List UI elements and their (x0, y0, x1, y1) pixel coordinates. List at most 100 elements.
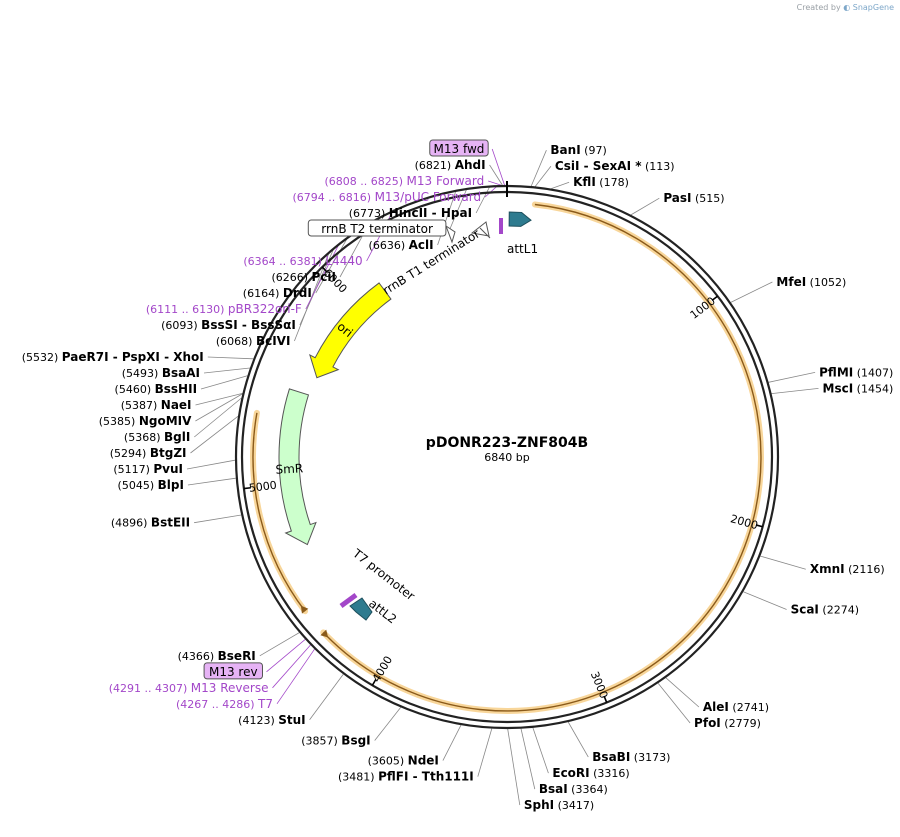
leader-19 (309, 673, 344, 721)
leader-29 (203, 367, 251, 374)
leader-37 (488, 180, 502, 186)
leader-41 (272, 644, 311, 689)
snapgene-credit: Created by ◐ SnapGene (797, 3, 894, 12)
label-part-b: PaeR7I - PspXI - XhoI (62, 350, 204, 364)
site-label-16: (3481) PflFI - Tth111I (338, 770, 474, 784)
plasmid-backbone (234, 181, 780, 730)
plasmid-name: pDONR223-ZNF804B (426, 435, 588, 451)
T7-promoter-mark (339, 592, 358, 609)
label-part-a: (3481) (338, 771, 378, 784)
rrnB-T2-terminator-arrow (470, 221, 491, 239)
label-part-a: PfoI (694, 716, 721, 730)
primer-label-37: (6808 .. 6825) M13 Forward (324, 174, 484, 188)
leader-30 (207, 356, 254, 360)
leader-3 (551, 181, 570, 189)
label-part-b: (3417) (554, 799, 594, 812)
leader-9 (743, 591, 787, 610)
label-part-a: (6636) (369, 239, 409, 252)
label-part-b: (2116) (845, 563, 885, 576)
credit-prefix: Created by (796, 3, 841, 12)
label-part-b: BtgZI (150, 446, 187, 460)
smr-arrow (278, 388, 317, 546)
label-part-b: BglI (164, 430, 190, 444)
leader-22 (187, 477, 236, 486)
site-label-13: EcoRI (3316) (552, 766, 629, 780)
label-part-b: BseRI (218, 649, 256, 663)
label-part-b: M13/pUC Forward (375, 190, 482, 204)
site-label-31: (6068) BcIVI (216, 334, 291, 348)
boxed-label-45: M13 rev (209, 665, 258, 679)
label-part-b: (2779) (721, 717, 761, 730)
site-label-2: CsiI - SexAI * (113) (555, 159, 675, 173)
label-part-a: (6266) (271, 271, 311, 284)
leader-1 (530, 150, 547, 187)
orf-arc (322, 203, 762, 712)
site-label-35: (6636) AclI (369, 238, 434, 252)
leader-7 (771, 388, 819, 394)
primer-label-40: (6111 .. 6130) pBR322ori-F (146, 302, 302, 316)
label-part-a: PflMI (819, 365, 853, 379)
site-label-36: (6773) HincII - HpaI (349, 206, 472, 220)
site-label-5: MfeI (1052) (776, 275, 846, 289)
label-part-b: M13 Reverse (191, 681, 269, 695)
leader-45 (266, 639, 306, 673)
attL2-arrow (349, 597, 373, 621)
leader-43 (491, 148, 505, 186)
site-label-11: PfoI (2779) (694, 716, 761, 730)
site-label-18: (3857) BsgI (301, 734, 370, 748)
site-label-20: (4366) BseRI (178, 649, 256, 663)
site-label-21: (4896) BstEII (111, 516, 190, 530)
label-part-a: (6111 .. 6130) (146, 303, 228, 316)
leader-36 (475, 185, 491, 214)
site-label-25: (5368) BglI (124, 430, 190, 444)
tick-2000 (755, 524, 763, 528)
site-label-14: BsaI (3364) (539, 782, 608, 796)
label-part-a: MfeI (776, 275, 806, 289)
label-part-a: EcoRI (552, 766, 589, 780)
label-part-b: L4440 (325, 254, 362, 268)
site-label-24: (5294) BtgZI (110, 446, 187, 460)
label-part-a: AleI (703, 700, 729, 714)
label-part-b: (1407) (853, 366, 893, 379)
label-part-b: pBR322ori-F (228, 302, 302, 316)
label-part-a: BanI (550, 143, 580, 157)
site-label-22: (5045) BlpI (118, 478, 184, 492)
leader-12 (567, 721, 589, 758)
leader-25 (194, 397, 242, 438)
label-part-a: (6808 .. 6825) (324, 175, 406, 188)
boxed-label-44: rrnB T2 terminator (321, 222, 433, 236)
orf2-arrowhead (300, 605, 309, 614)
site-label-10: AleI (2741) (703, 700, 769, 714)
leader-8 (760, 555, 806, 570)
label-part-b: (178) (596, 176, 629, 189)
site-label-17: (3605) NdeI (368, 754, 439, 768)
attL1-arrow (508, 211, 532, 227)
label-part-a: XmnI (810, 562, 845, 576)
site-label-7: MscI (1454) (823, 381, 894, 395)
label-leaders (186, 148, 819, 806)
box-45 (203, 662, 263, 680)
plasmid-size: 6840 bp (484, 451, 529, 464)
label-part-a: SphI (524, 798, 554, 812)
leader-40 (305, 242, 341, 310)
orf2-arc (252, 412, 306, 612)
label-part-a: (6773) (349, 207, 389, 220)
label-part-b: HincII - HpaI (389, 206, 472, 220)
site-label-26: (5385) NgoMIV (99, 414, 192, 428)
tick-3000 (603, 695, 608, 703)
leader-26 (195, 393, 243, 422)
label-part-a: (4291 .. 4307) (109, 682, 191, 695)
site-label-0: (6821) AhdI (415, 158, 486, 172)
tick-1000 (711, 295, 719, 302)
label-part-a: (5460) (115, 383, 155, 396)
label-part-a: (3857) (301, 735, 341, 748)
label-part-b: NgoMIV (139, 414, 192, 428)
tick-label-5000: 5000 (248, 479, 277, 495)
ori-arrow (309, 282, 392, 379)
leader-27 (195, 393, 243, 406)
label-part-b: (3316) (590, 767, 630, 780)
label-part-a: BsaI (539, 782, 568, 796)
site-label-19: (4123) StuI (238, 713, 305, 727)
label-part-a: (5387) (121, 399, 161, 412)
label-part-a: (4896) (111, 517, 151, 530)
